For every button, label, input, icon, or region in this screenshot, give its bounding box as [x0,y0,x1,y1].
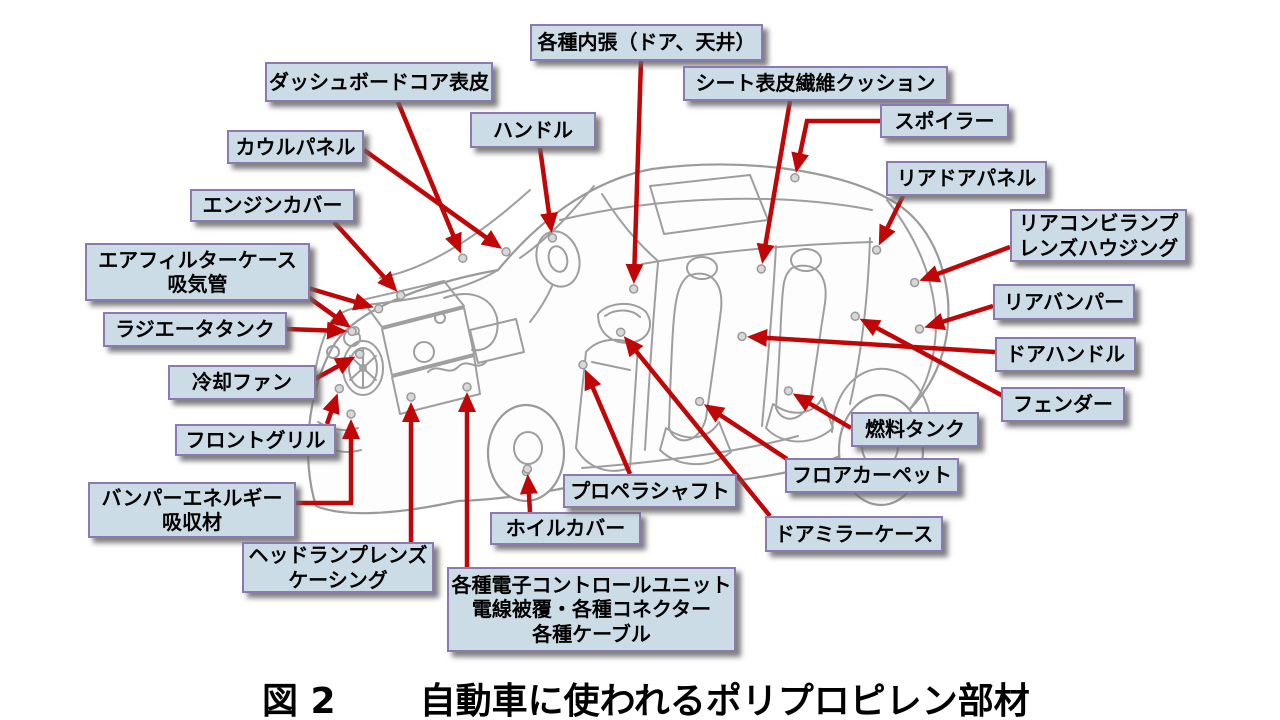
front-wheel-sketch [486,403,566,503]
arrow-door-handle [747,328,996,355]
target-dot-steering-handle [547,233,558,243]
target-dot-rear-door-panel [871,245,882,255]
arrow-engine-cover [332,220,398,292]
arrow-fender [859,318,1005,398]
part-label-headlamp-lens-casing: ヘッドランプレンズケーシング [242,542,434,593]
arrow-wheel-cover [519,474,538,513]
part-label-door-handle: ドアハンドル [995,337,1136,372]
target-dot-seat-skin-cushion [756,264,767,274]
arrow-front-grill [322,393,340,425]
target-dot-radiator-tank [347,326,357,337]
target-dot-fender [850,311,860,322]
target-dot-wheel-cover [522,464,533,474]
part-label-rear-bumper: リアバンパー [993,284,1135,320]
part-label-radiator-tank: ラジエータタンク [103,312,287,347]
figure-title: 自動車に使われるポリプロピレン部材 [419,681,1030,720]
arrow-air-filter-case-2 [306,295,352,328]
arrow-bumper-energy-absorber [296,419,360,506]
part-label-wheel-cover: ホイルカバー [490,512,641,545]
arrow-spoiler [791,118,880,173]
target-dot-front-grill [334,383,345,394]
arrow-dashboard-core-skin [395,101,462,254]
arrow-cowl-panel [362,148,503,249]
arrow-door-mirror-case [623,336,772,518]
arrow-steering-handle [537,147,558,233]
arrow-interior-trim [625,60,644,284]
arrow-fuel-tank [792,393,853,430]
part-label-air-filter-case: エアフィルターケース吸気管 [85,243,310,301]
part-label-propeller-shaft: プロペラシャフト [563,474,737,508]
part-label-door-mirror-case: ドアミラーケース [765,516,943,552]
target-dot-door-handle [737,331,747,342]
target-dot-door-mirror-case [615,327,626,337]
target-dot-dashboard-core-skin [458,253,468,263]
target-dot-bumper-energy-absorber [346,409,356,419]
target-dot-spoiler [790,173,800,183]
figure-number: 図 2 [262,681,336,720]
part-label-interior-trim: 各種内張（ドア、天井） [530,24,763,61]
target-dot-engine-cover [395,290,406,301]
arrow-rear-bumper [924,303,994,331]
part-label-front-grill: フロントグリル [175,424,336,456]
part-label-dashboard-core-skin: ダッシュボードコア表皮 [265,62,493,102]
target-dot-cooling-fan [354,349,365,359]
target-dot-rear-bumper [914,324,925,334]
door-mirror-sketch [597,303,651,344]
target-dot-rear-combi-lamp [909,277,920,288]
target-dot-cowl-panel [501,247,511,257]
arrow-cooling-fan [313,356,356,381]
part-label-bumper-energy-absorber: バンパーエネルギー吸収材 [88,482,296,538]
arrow-seat-skin-cushion [756,100,793,264]
target-dot-floor-carpet [694,396,705,407]
target-dot-headlamp-lens-casing [406,392,416,402]
target-dot-propeller-shaft [578,360,588,370]
part-label-cooling-fan: 冷却ファン [168,365,316,400]
target-dot-air-filter-case [373,304,384,314]
arrow-floor-carpet [703,404,789,461]
figure-caption: 図 2 自動車に使われるポリプロピレン部材 [262,672,1030,720]
part-label-cowl-panel: カウルパネル [227,130,364,164]
part-label-engine-cover: エンジンカバー [190,189,355,222]
part-label-ecu-wiring-cables: 各種電子コントロールユニット電線被覆・各種コネクター各種ケーブル [447,567,736,652]
part-label-fuel-tank: 燃料タンク [851,412,979,447]
part-label-rear-door-panel: リアドアパネル [886,161,1047,196]
target-dot-interior-trim [628,284,639,294]
target-dot-ecu-wiring-cables [462,382,472,392]
part-label-spoiler: スポイラー [880,104,1009,138]
part-label-steering-handle: ハンドル [470,112,596,148]
arrow-rear-door-panel [878,195,906,246]
part-label-floor-carpet: フロアカーペット [785,458,959,493]
arrow-layer [285,60,1011,567]
arrow-radiator-tank [285,321,347,340]
arrow-rear-combi-lamp [919,244,1011,283]
part-label-seat-skin-cushion: シート表皮繊維クッション [683,66,948,101]
part-label-rear-combi-lamp: リアコンビランプレンズハウジング [1010,209,1187,262]
target-dot-fuel-tank [783,386,794,396]
arrow-air-filter-case [307,285,374,311]
part-label-fender: フェンダー [1001,387,1125,422]
engine-sketch [326,280,525,415]
arrow-propeller-shaft [584,369,633,475]
